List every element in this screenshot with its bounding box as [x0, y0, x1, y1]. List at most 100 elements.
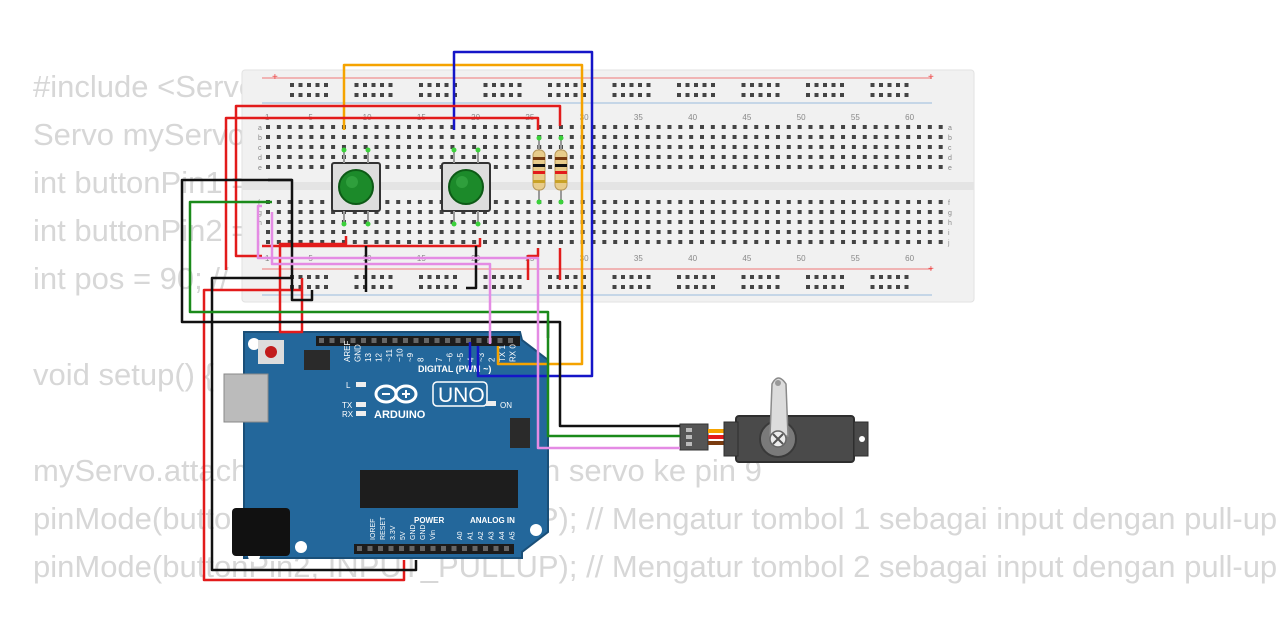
usb-port — [223, 373, 269, 423]
column-number: 40 — [688, 113, 697, 122]
row-letter: i — [948, 230, 950, 237]
analog-pin-label: A3 — [489, 531, 496, 540]
led-rx-label: RX — [342, 410, 354, 419]
digital-pin-label: 12 — [375, 353, 384, 362]
row-letter: h — [948, 220, 952, 227]
arduino-logo — [374, 384, 418, 404]
wire-green — [188, 200, 680, 438]
row-letter: h — [258, 220, 262, 227]
arduino-label: ARDUINO — [374, 409, 426, 421]
column-number: 30 — [580, 254, 589, 263]
column-number: 35 — [634, 254, 643, 263]
digital-pin-label: AREF — [343, 341, 352, 362]
digital-pin-label: RX 0 — [509, 344, 518, 362]
plus-label: + — [272, 72, 278, 83]
center-channel — [242, 182, 974, 190]
digital-pin-label: 2 — [488, 357, 497, 362]
digital-pin-label: ~11 — [385, 348, 394, 362]
analog-label: ANALOG IN — [470, 516, 515, 525]
circuit-diagram: + + + 1155101015152020252530303535404045… — [180, 50, 975, 582]
row-letter: b — [948, 135, 952, 142]
code-line: int pos = 90; // — [33, 261, 229, 296]
row-letter: e — [948, 165, 952, 172]
analog-pin-label: A2 — [478, 531, 485, 540]
servo-horn — [769, 377, 789, 437]
column-number: 55 — [851, 113, 860, 122]
icsp-header — [304, 350, 330, 370]
mount-hole — [295, 541, 307, 553]
row-letter: a — [258, 125, 262, 132]
digital-pin-label: GND — [354, 344, 363, 362]
row-letter: d — [948, 155, 952, 162]
digital-pin-label: 8 — [417, 357, 426, 362]
digital-label: DIGITAL (PWM ~) — [418, 364, 491, 374]
wire-black — [210, 276, 418, 572]
row-letter: g — [948, 210, 952, 217]
code-line: void setup() { — [33, 357, 214, 392]
row-letter: f — [258, 200, 260, 207]
row-letter: g — [258, 210, 262, 217]
power-pin-label: GND — [420, 524, 427, 540]
power-jack — [232, 508, 290, 556]
connection-markers — [341, 135, 564, 227]
resistor-2 — [554, 138, 568, 202]
led-rx — [356, 411, 366, 416]
resistor-1 — [532, 138, 546, 202]
column-number: 55 — [851, 254, 860, 263]
analog-pin-label: A1 — [468, 531, 475, 540]
mount-hole — [248, 338, 260, 350]
row-letter: c — [258, 145, 262, 152]
wire-red — [234, 104, 562, 258]
plus-label: + — [928, 72, 934, 83]
wire-red — [202, 288, 406, 582]
push-button-1 — [331, 150, 381, 224]
atmega-chip — [360, 470, 518, 508]
column-number: 60 — [905, 113, 914, 122]
uno-label: UNO — [438, 384, 485, 407]
digital-pin-label: TX 1 — [498, 345, 507, 362]
column-number: 40 — [688, 254, 697, 263]
column-number: 50 — [797, 113, 806, 122]
column-number: 50 — [797, 254, 806, 263]
wire-red — [224, 116, 540, 270]
column-number: 45 — [742, 113, 751, 122]
power-pin-label: GND — [410, 524, 417, 540]
led-on-label: ON — [500, 401, 512, 410]
power-pin-label: 3.3V — [390, 525, 397, 540]
push-button-2 — [441, 150, 491, 224]
row-letter: d — [258, 155, 262, 162]
column-number: 45 — [742, 254, 751, 263]
wire-pink — [256, 204, 680, 450]
led-on — [486, 401, 496, 406]
digital-pin-label: ~5 — [456, 352, 465, 362]
led-l — [356, 382, 366, 387]
power-pin-label: RESET — [380, 516, 387, 540]
wire-blue — [452, 50, 594, 378]
analog-pin-label: A0 — [457, 531, 464, 540]
plus-label: + — [928, 264, 934, 275]
servo-motor — [679, 377, 869, 463]
digital-pin-label: ~10 — [396, 348, 405, 362]
digital-pin-label: 13 — [364, 353, 373, 362]
code-line: Servo myServo; — [33, 117, 254, 152]
power-pin-label: Vin — [430, 530, 437, 540]
power-pin-label: 5V — [400, 531, 407, 540]
row-letter: j — [947, 240, 950, 247]
power-pin-label: IOREF — [370, 519, 377, 540]
led-tx-label: TX — [342, 401, 353, 410]
wire-pink — [270, 212, 492, 344]
row-letter: a — [948, 125, 952, 132]
servo-connector — [679, 423, 709, 451]
column-number: 35 — [634, 113, 643, 122]
icsp-header-2 — [510, 418, 530, 448]
power-label: POWER — [414, 516, 444, 525]
row-letter: c — [948, 145, 952, 152]
digital-pin-label: ~6 — [446, 352, 455, 362]
led-tx — [356, 402, 366, 407]
digital-pin-label: 7 — [435, 357, 444, 362]
reset-button — [265, 346, 277, 358]
digital-pin-label: ~9 — [406, 352, 415, 362]
row-letter: e — [258, 165, 262, 172]
column-number: 30 — [580, 113, 589, 122]
